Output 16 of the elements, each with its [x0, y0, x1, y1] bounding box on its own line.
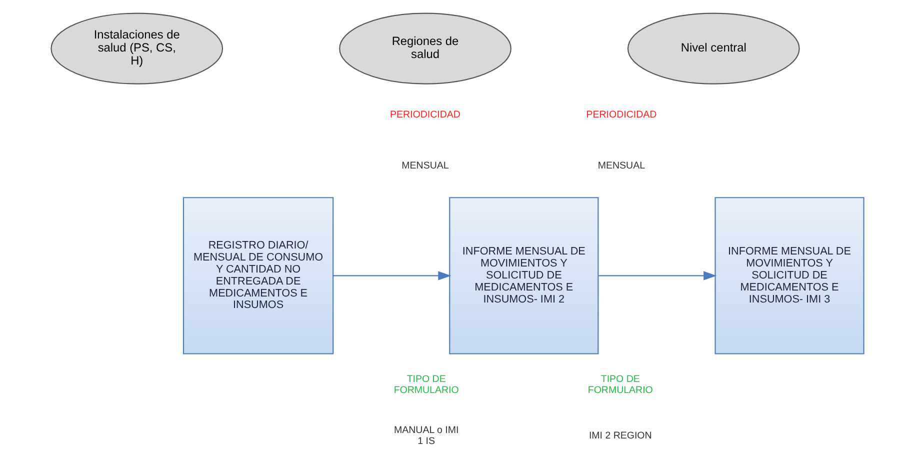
- label: MANUAL o IMI 1 IS: [394, 424, 458, 446]
- node-box: INFORME MENSUAL DE MOVIMIENTOS Y SOLICITUD DE MEDICAMENTOS E INSUMOS- IMI 3: [714, 196, 864, 354]
- label: PERIODICIDAD: [390, 109, 460, 120]
- node-ellipse: Nivel central: [626, 12, 800, 84]
- label: PERIODICIDAD: [586, 109, 656, 120]
- arrow: [333, 270, 451, 280]
- arrow: [598, 270, 716, 280]
- label: TIPO DE FORMULARIO: [587, 374, 652, 396]
- label: MENSUAL: [597, 160, 645, 172]
- node-box: REGISTRO DIARIO/ MENSUAL DE CONSUMO Y CANTIDAD NO ENTREGADA DE MEDICAMENTOS E INSUMOS: [182, 196, 334, 354]
- label: IMI 2 REGION: [588, 430, 652, 442]
- label: TIPO DE FORMULARIO: [393, 374, 458, 396]
- label: MENSUAL: [401, 160, 448, 172]
- node-ellipse: Regiones de salud: [338, 12, 511, 84]
- node-ellipse: Instalaciones de salud (PS, CS, H): [50, 12, 223, 84]
- node-box: INFORME MENSUAL DE MOVIMIENTOS Y SOLICITUD DE MEDICAMENTOS E INSUMOS- IMI 2: [448, 196, 598, 354]
